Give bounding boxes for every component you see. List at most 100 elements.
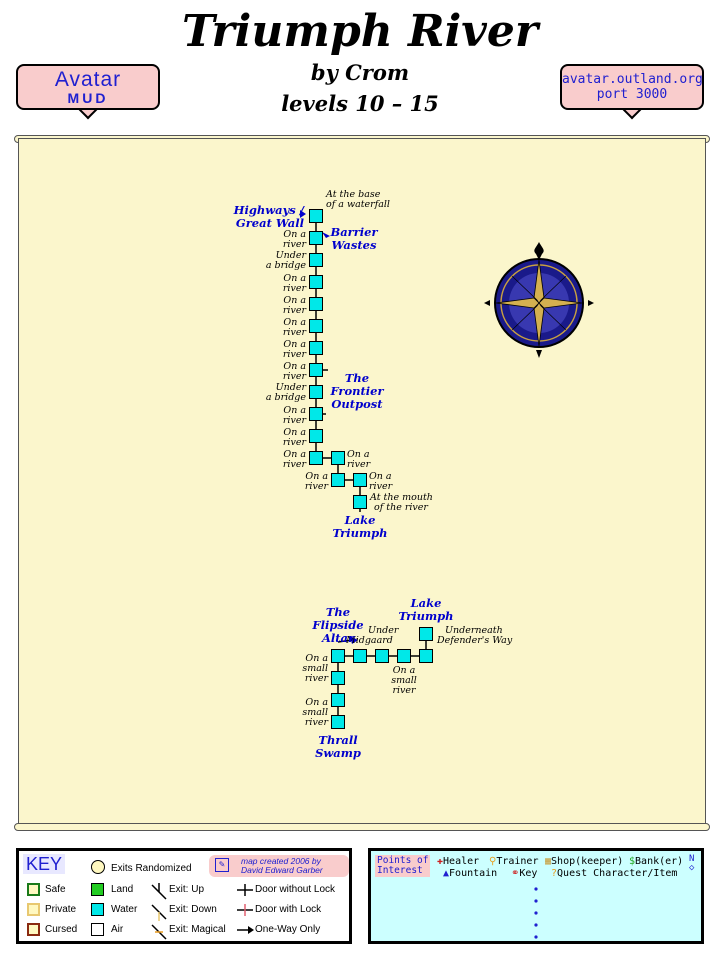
- room-bridge[interactable]: [309, 253, 323, 267]
- room-river[interactable]: [309, 231, 323, 245]
- exit-type-icons: [151, 883, 167, 940]
- room-bridge[interactable]: [309, 385, 323, 399]
- room-small-river[interactable]: [331, 671, 345, 685]
- room-underneath-defenders-way[interactable]: [419, 627, 433, 641]
- room-river[interactable]: [331, 451, 345, 465]
- server-port: port 3000: [596, 87, 668, 102]
- room-small-river[interactable]: [397, 649, 411, 663]
- fountain-icon: ▲: [443, 868, 450, 879]
- poi-shop: ▦Shop(keeper): [545, 856, 624, 867]
- room-river[interactable]: [309, 275, 323, 289]
- poi-compass: N◇: [689, 854, 695, 873]
- exits-randomized-icon: [91, 860, 105, 874]
- room-small-river[interactable]: [331, 693, 345, 707]
- poi-divider: [534, 887, 538, 939]
- fleur-de-lis-icon: [534, 242, 544, 260]
- land-swatch: [91, 883, 104, 896]
- exits-randomized-label: Exits Randomized: [111, 863, 192, 874]
- compass-south-tip: [536, 350, 542, 358]
- diamond-icon: ◇: [689, 863, 695, 873]
- poi-trainer: ⚲Trainer: [489, 856, 539, 867]
- room-river[interactable]: [309, 363, 323, 377]
- compass-rose: [484, 242, 594, 358]
- badge-body: Avatar MUD: [16, 64, 160, 110]
- room-small-river[interactable]: [331, 649, 345, 663]
- exit-highways-great-wall[interactable]: Highways /Great Wall: [233, 203, 304, 230]
- room-small-river[interactable]: [331, 715, 345, 729]
- shop-icon: ▦: [545, 856, 552, 867]
- water-swatch: [91, 903, 104, 916]
- room-river[interactable]: [353, 473, 367, 487]
- compass-west-tip: [484, 300, 490, 306]
- safe-swatch: [27, 883, 40, 896]
- key-legend: KEY Exits Randomized ✎ map created 2006 …: [16, 848, 352, 944]
- server-host: avatar.outland.org: [562, 72, 703, 87]
- room-river[interactable]: [309, 407, 323, 421]
- altar-exit-line: [337, 639, 353, 643]
- exit-magical-label: Exit: Magical: [169, 924, 226, 935]
- private-swatch: [27, 903, 40, 916]
- bank-icon: $: [629, 856, 636, 867]
- room-waterfall[interactable]: [309, 209, 323, 223]
- compass-east-tip: [588, 300, 594, 306]
- quest-icon: ?: [551, 868, 558, 879]
- poi-bank: $Bank(er): [629, 856, 684, 867]
- scroll-bottom-rod: [14, 823, 710, 831]
- levels-line: levels 10 – 15: [281, 91, 439, 116]
- door-lock-label: Door with Lock: [255, 904, 322, 915]
- badge-body: avatar.outland.org port 3000: [560, 64, 704, 110]
- one-way-label: One-Way Only: [255, 924, 321, 935]
- room-under-midgaard[interactable]: [353, 649, 367, 663]
- key-title: KEY: [23, 854, 66, 874]
- avatar-mud-badge: Avatar MUD: [16, 64, 160, 124]
- safe-label: Safe: [45, 884, 66, 895]
- scroll-icon: ✎: [215, 858, 229, 872]
- exit-down-label: Exit: Down: [169, 904, 217, 915]
- land-label: Land: [111, 884, 134, 895]
- room-river[interactable]: [331, 473, 345, 487]
- healer-icon: ✚: [437, 856, 444, 867]
- exit-up-label: Exit: Up: [169, 884, 205, 895]
- map-title: Triumph River: [181, 6, 539, 57]
- cursed-label: Cursed: [45, 924, 78, 935]
- room-river[interactable]: [309, 341, 323, 355]
- room-river[interactable]: [309, 451, 323, 465]
- air-swatch: [91, 923, 104, 936]
- poi-healer: ✚Healer: [437, 856, 480, 867]
- altar-arrow: [350, 636, 358, 644]
- door-no-lock-label: Door without Lock: [255, 884, 336, 895]
- room-under-midgaard[interactable]: [375, 649, 389, 663]
- badge-mud: MUD: [67, 90, 109, 106]
- room-small-river[interactable]: [419, 649, 433, 663]
- room-river-mouth[interactable]: [353, 495, 367, 509]
- room-river[interactable]: [309, 297, 323, 311]
- room-river[interactable]: [309, 429, 323, 443]
- room-river[interactable]: [309, 319, 323, 333]
- poi-fountain: ▲Fountain: [443, 868, 498, 879]
